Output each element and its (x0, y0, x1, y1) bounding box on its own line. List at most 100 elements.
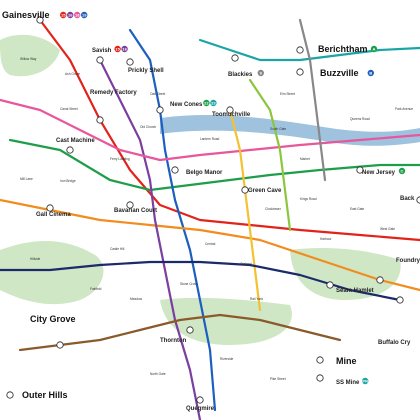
station-label-new-cones[interactable]: New Cones (170, 102, 203, 108)
station-label-gainesville[interactable]: Gainesville (2, 10, 50, 20)
minor-station-label[interactable]: Mill Lane (20, 177, 33, 181)
station-dot-city-grove[interactable] (56, 341, 64, 349)
minor-station-label[interactable]: Hillside (30, 257, 41, 261)
minor-station-label[interactable]: Ash Grove (65, 72, 80, 76)
station-label-city-grove[interactable]: City Grove (30, 314, 76, 324)
minor-station-label[interactable]: Iron Bridge (60, 179, 76, 183)
route-badge-berichtham-A[interactable]: A (370, 45, 378, 53)
route-badge-ss-mine-PR[interactable]: PR (362, 377, 369, 385)
station-dot-seam-hamlet[interactable] (326, 281, 334, 289)
station-dot-toomuchville[interactable] (226, 106, 234, 114)
route-badge-gainesville-15[interactable]: 15 (60, 11, 67, 19)
station-label-blackies[interactable]: Blackies (228, 72, 253, 78)
station-dot-belgo-manor[interactable] (171, 166, 179, 174)
minor-station-label[interactable]: Park Avenue (395, 107, 413, 111)
route-badge-savish-15[interactable]: 15 (114, 45, 121, 53)
route-badge-new-jersey-C[interactable]: C (398, 167, 406, 175)
station-dot-cast-machine[interactable] (66, 146, 74, 154)
station-dot-new-cones[interactable] (156, 106, 164, 114)
station-label-foundry[interactable]: Foundry (396, 258, 420, 264)
minor-station-label[interactable]: Orchard (240, 262, 252, 266)
minor-station-label[interactable]: Lantern Road (200, 137, 220, 141)
line-orange (0, 198, 420, 292)
station-dot-new-jersey[interactable] (356, 166, 364, 174)
route-badge-new-cones-22[interactable]: 22 (203, 99, 210, 107)
minor-station-label[interactable]: Kings Road (300, 197, 317, 201)
station-label-bavarian-court[interactable]: Bavarian Court (114, 208, 157, 214)
station-dot-remedy-factory[interactable] (96, 116, 104, 124)
svg-text:C: C (401, 169, 404, 174)
route-badge-gainesville-18[interactable]: 18 (74, 11, 81, 19)
station-label-back[interactable]: Back (400, 196, 415, 202)
station-dot-blackies[interactable] (231, 54, 239, 62)
station-dot-mine[interactable] (316, 356, 324, 364)
station-label-belgo-manor[interactable]: Belgo Manor (186, 170, 223, 176)
station-dot-berichtham[interactable] (296, 46, 304, 54)
minor-station-label[interactable]: Willow Way (20, 57, 37, 61)
minor-station-label[interactable]: Elm Street (280, 92, 295, 96)
station-dot-gainesville[interactable] (36, 16, 44, 24)
route-badge-gainesville-16[interactable]: 16 (67, 11, 74, 19)
minor-station-label[interactable]: Clocktower (265, 207, 282, 211)
route-badge-gainesville-19[interactable]: 19 (81, 11, 88, 19)
station-dot-bavarian-court[interactable] (126, 201, 134, 209)
minor-station-label[interactable]: Rail Yard (250, 297, 263, 301)
minor-station-label[interactable]: East Gate (350, 207, 364, 211)
station-label-mine[interactable]: Mine (336, 356, 357, 366)
station-label-thornton[interactable]: Thornton (160, 338, 187, 344)
station-dot-ss-mine[interactable] (316, 374, 324, 382)
station-dot-green-cave[interactable] (241, 186, 249, 194)
station-label-prickly-shell[interactable]: Prickly Shell (128, 68, 164, 74)
station-dot-quegmire[interactable] (196, 396, 204, 404)
minor-station-label[interactable]: Oak Street (150, 92, 165, 96)
station-label-cast-machine[interactable]: Cast Machine (56, 138, 95, 144)
route-badge-blackies-9[interactable]: 9 (257, 69, 264, 77)
minor-station-label[interactable]: West Gate (380, 227, 395, 231)
river (160, 115, 420, 146)
line-green (8, 138, 420, 192)
station-dot-savish[interactable] (96, 56, 104, 64)
station-dot-buzzville[interactable] (296, 68, 304, 76)
station-label-outer-hills[interactable]: Outer Hills (22, 390, 68, 400)
route-badge-buzzville-B[interactable]: B (367, 69, 374, 77)
station-label-ss-mine[interactable]: SS Mine (336, 380, 360, 386)
minor-station-label[interactable]: Stone Cross (180, 282, 198, 286)
station-label-gall-cinema[interactable]: Gall Cinema (36, 212, 71, 218)
station-label-buzzville[interactable]: Buzzville (320, 68, 359, 78)
route-badge-savish-16[interactable]: 16 (121, 45, 128, 53)
station-dot-thornton[interactable] (186, 326, 194, 334)
minor-station-label[interactable]: Harbour (320, 237, 332, 241)
minor-station-label[interactable]: Meadow (130, 297, 143, 301)
station-label-savish[interactable]: Savish (92, 48, 112, 54)
svg-text:B: B (369, 71, 372, 76)
minor-station-label[interactable]: Central (205, 242, 216, 246)
station-label-buffalo-cry[interactable]: Buffalo Cry (378, 340, 411, 346)
minor-station-label[interactable]: Fairfield (90, 287, 102, 291)
station-label-new-jersey[interactable]: New Jersey (362, 170, 396, 176)
minor-station-label[interactable]: Market (300, 157, 310, 161)
minor-station-label[interactable]: Castle Hill (110, 247, 125, 251)
station-label-toomuchville[interactable]: Toomuchville (212, 112, 251, 118)
svg-text:15: 15 (115, 47, 120, 52)
minor-station-label[interactable]: Old Church (140, 125, 156, 129)
station-dot-prickly-shell[interactable] (126, 58, 134, 66)
route-badge-new-cones-23[interactable]: 23 (210, 99, 217, 107)
station-dot-gall-cinema[interactable] (46, 204, 54, 212)
minor-station-label[interactable]: Canal Street (60, 107, 78, 111)
station-dot-outer-hills[interactable] (6, 391, 14, 399)
svg-text:A: A (373, 47, 376, 52)
station-label-quegmire[interactable]: Quegmire (186, 406, 215, 412)
minor-station-label[interactable]: Pike Street (270, 377, 286, 381)
minor-station-label[interactable]: Queens Road (350, 117, 370, 121)
minor-station-label[interactable]: Ferry Landing (110, 157, 130, 161)
station-dot-foundry[interactable] (376, 276, 384, 284)
station-label-green-cave[interactable]: Green Cave (248, 188, 282, 194)
station-label-seam-hamlet[interactable]: Seam Hamlet (336, 288, 374, 294)
station-label-remedy-factory[interactable]: Remedy Factory (90, 90, 137, 96)
minor-station-label[interactable]: Riverside (220, 357, 234, 361)
minor-station-label[interactable]: South Gate (270, 127, 286, 131)
station-label-berichtham[interactable]: Berichtham (318, 44, 368, 54)
station-dot-buffalo-cry[interactable] (396, 296, 404, 304)
minor-station-label[interactable]: North Gate (150, 372, 166, 376)
